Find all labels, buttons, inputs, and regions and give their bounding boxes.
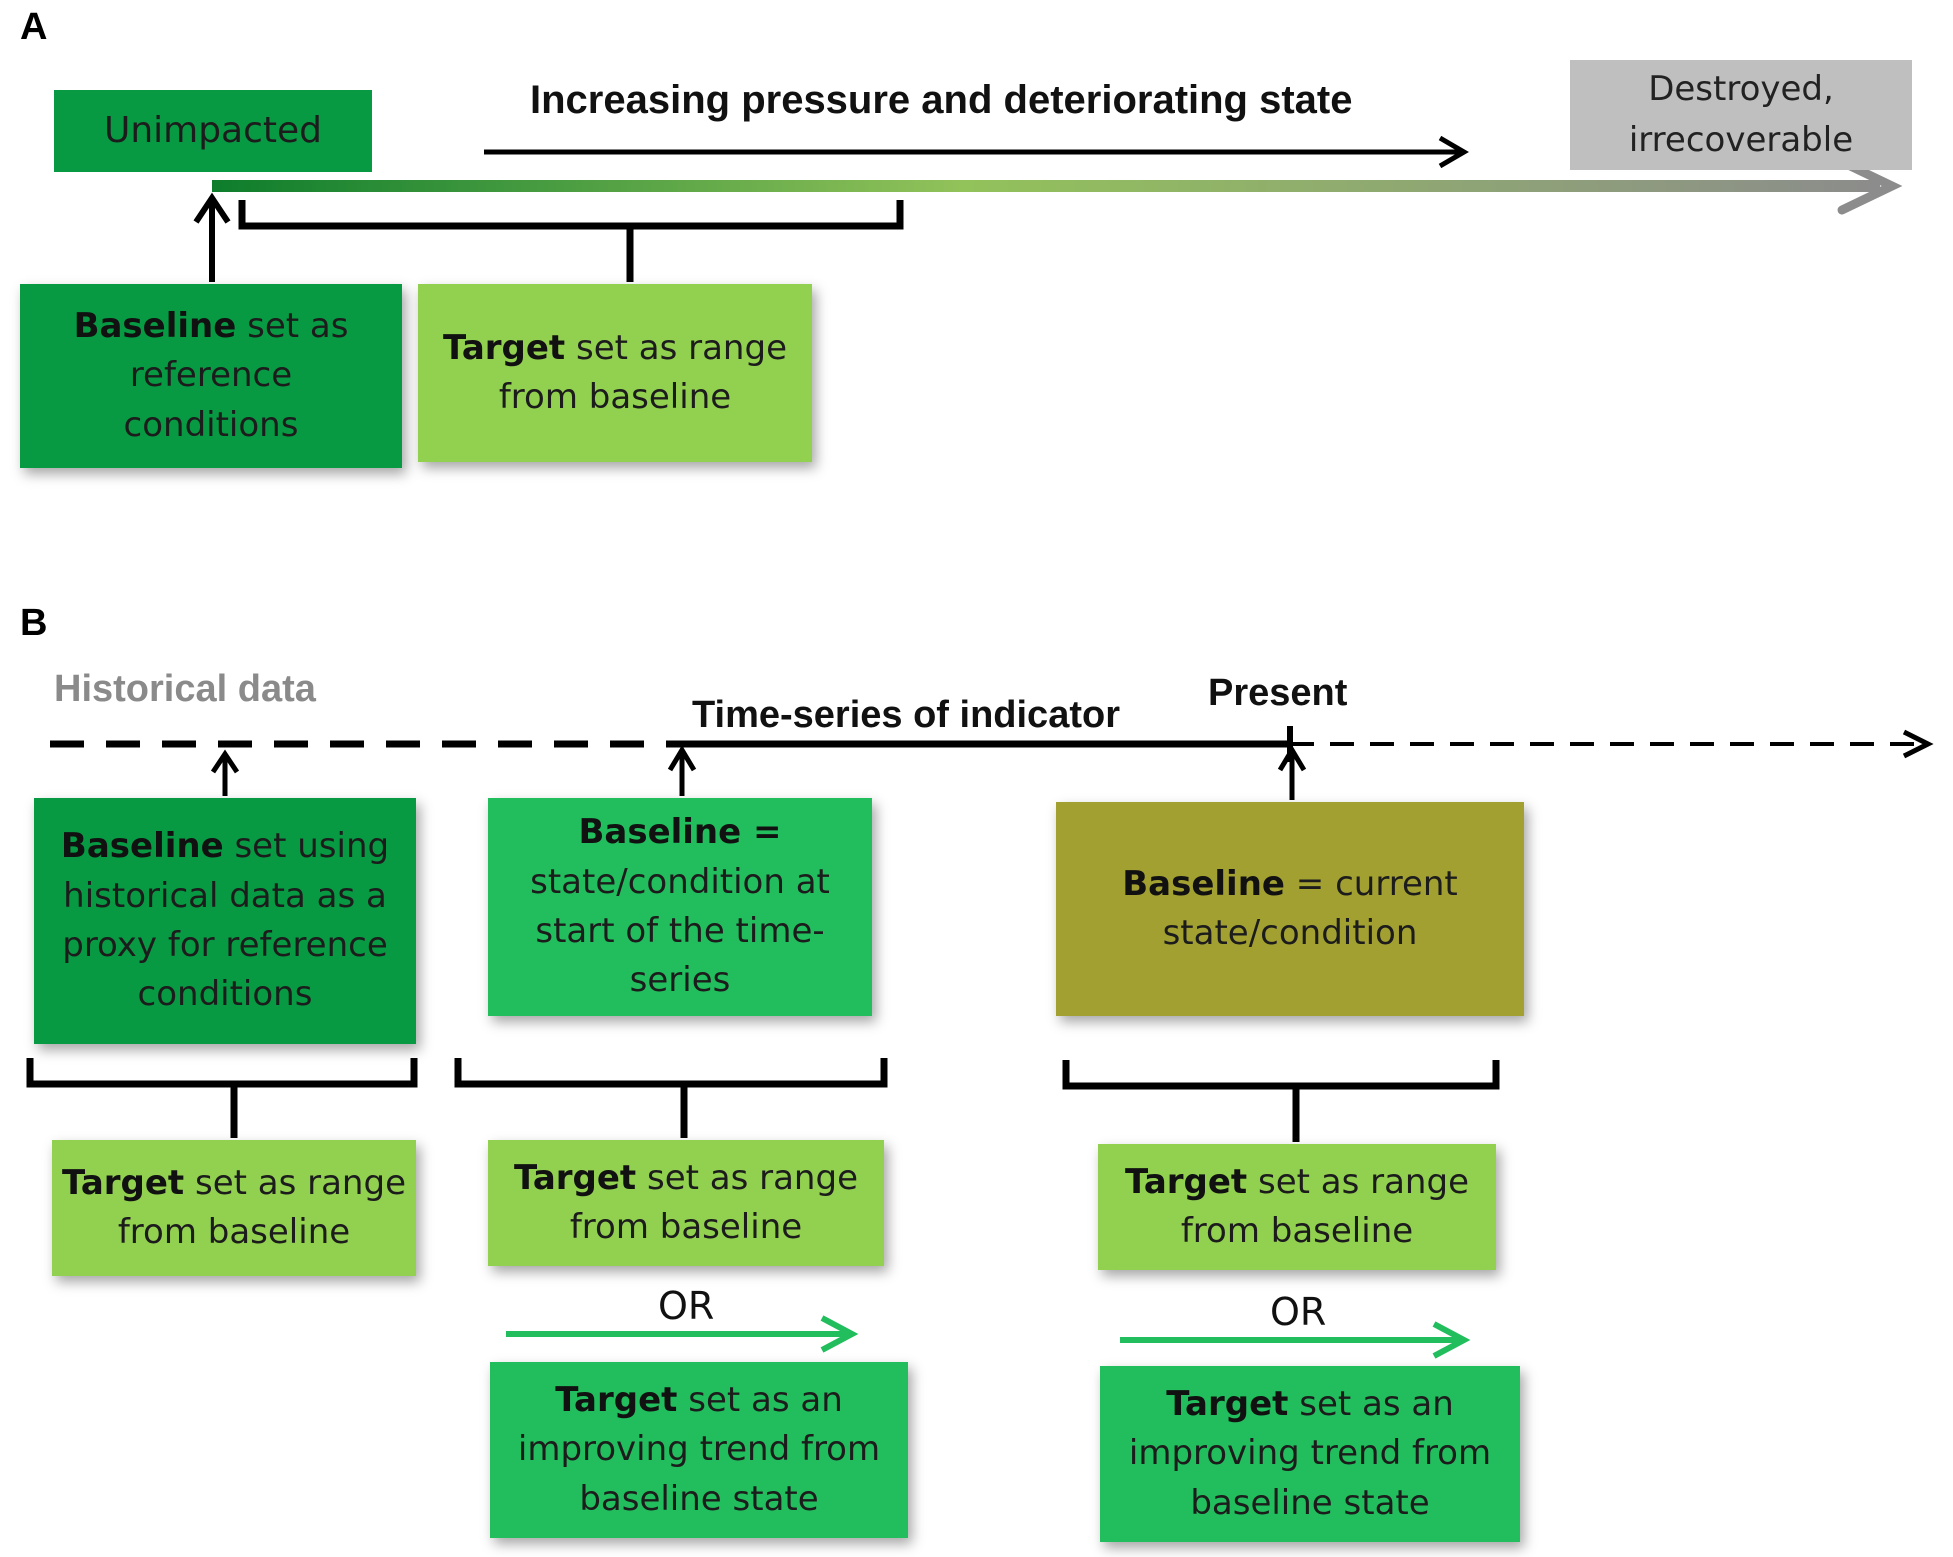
target-range-text-b3: Target set as range from baseline	[1125, 1161, 1469, 1251]
timeline	[50, 726, 1934, 762]
target-trend-box-b3: Target set as an improving trend from ba…	[1100, 1366, 1520, 1542]
baseline-current-box: Baseline = current state/condition	[1056, 802, 1524, 1016]
trend-arrow-b2	[506, 1315, 859, 1353]
panel-a-label: A	[20, 6, 48, 48]
target-range-box-a: Target set as range from baseline	[418, 284, 812, 462]
state-gradient-arrow	[212, 157, 1903, 215]
or-label-b2: OR	[658, 1284, 715, 1328]
unimpacted-box: Unimpacted	[54, 90, 372, 172]
baseline-reference-box: Baseline set as reference conditions	[20, 284, 402, 468]
trend-arrow-b3	[1120, 1321, 1471, 1359]
target-trend-text-b2: Target set as an improving trend from ba…	[517, 1380, 881, 1519]
baseline-timeseries-start-text: Baseline = state/condition at start of t…	[530, 812, 830, 1001]
baseline-historical-box: Baseline set using historical data as a …	[34, 798, 416, 1044]
destroyed-box: Destroyed, irrecoverable	[1570, 60, 1912, 170]
target-bracket-a	[238, 200, 904, 282]
baseline-up-arrow-b1	[210, 749, 240, 796]
target-bracket-b2	[454, 1058, 888, 1138]
target-range-box-b1: Target set as range from baseline	[52, 1140, 416, 1276]
unimpacted-label: Unimpacted	[103, 109, 323, 151]
baseline-up-arrow-b3	[1277, 745, 1307, 800]
target-range-text-a: Target set as range from baseline	[443, 327, 787, 417]
panel-b-label: B	[20, 602, 48, 644]
pressure-arrow	[484, 135, 1469, 169]
target-trend-text-b3: Target set as an improving trend from ba…	[1128, 1384, 1492, 1523]
destroyed-line1: Destroyed,	[1648, 69, 1834, 109]
pressure-heading: Increasing pressure and deteriorating st…	[530, 78, 1353, 122]
baseline-up-arrow-a	[193, 192, 231, 282]
target-bracket-b3	[1062, 1060, 1500, 1142]
target-range-text-b1: Target set as range from baseline	[62, 1162, 406, 1252]
present-label: Present	[1208, 672, 1348, 714]
baseline-historical-text: Baseline set using historical data as a …	[60, 826, 390, 1015]
baseline-reference-text: Baseline set as reference conditions	[73, 306, 349, 445]
target-trend-box-b2: Target set as an improving trend from ba…	[490, 1362, 908, 1538]
baseline-up-arrow-b2	[667, 745, 697, 796]
target-range-box-b3: Target set as range from baseline	[1098, 1144, 1496, 1270]
target-range-text-b2: Target set as range from baseline	[514, 1157, 858, 1247]
target-bracket-b1	[26, 1058, 418, 1138]
baseline-timeseries-start-box: Baseline = state/condition at start of t…	[488, 798, 872, 1016]
time-series-label: Time-series of indicator	[692, 694, 1120, 736]
historical-data-label: Historical data	[54, 668, 316, 710]
target-range-box-b2: Target set as range from baseline	[488, 1140, 884, 1266]
baseline-current-text: Baseline = current state/condition	[1122, 863, 1458, 953]
or-label-b3: OR	[1270, 1290, 1327, 1334]
destroyed-line2: irrecoverable	[1628, 120, 1854, 160]
